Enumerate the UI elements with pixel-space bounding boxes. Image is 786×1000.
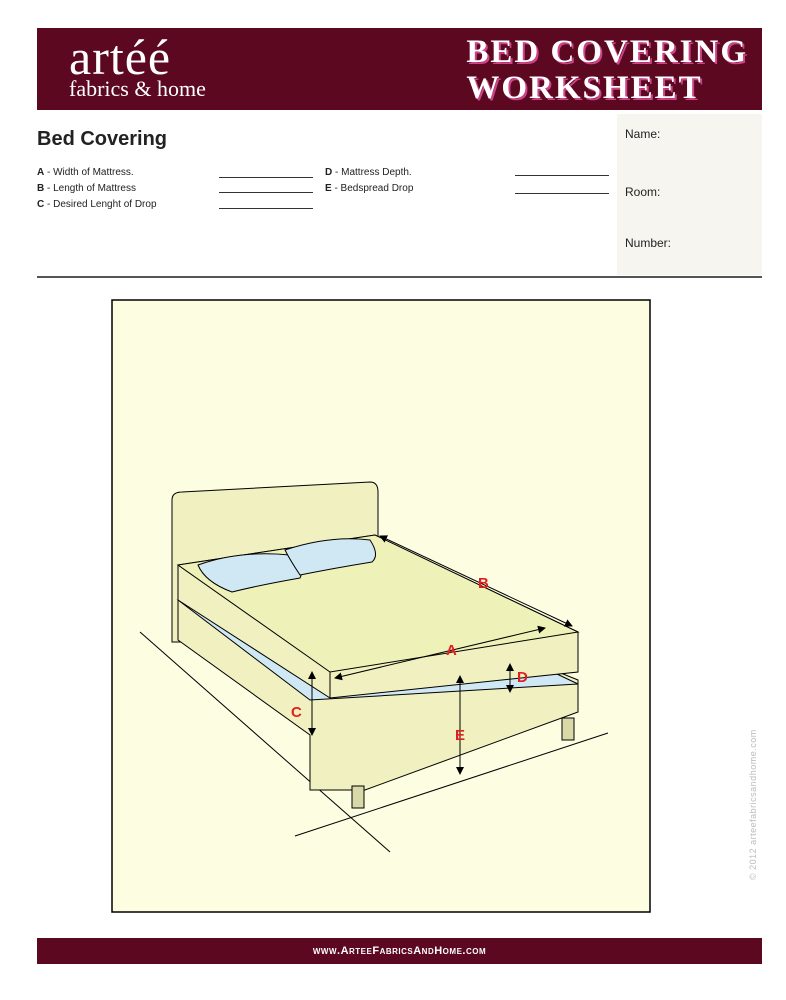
headboard	[171, 481, 379, 643]
name-label[interactable]: Name:	[625, 127, 661, 141]
field-key: D	[325, 167, 333, 178]
field-a-blank[interactable]	[219, 177, 313, 178]
logo-main: artéé	[69, 29, 172, 85]
pillow	[197, 553, 302, 593]
bed-leg	[561, 717, 575, 741]
pillow	[284, 538, 376, 576]
field-b-blank[interactable]	[219, 192, 313, 193]
field-e-blank[interactable]	[515, 193, 609, 194]
floor-line	[294, 732, 609, 837]
floor-line	[139, 631, 391, 853]
copyright: © 2012 arteefabricsandhome.com	[748, 729, 758, 880]
logo: artéé fabrics & home	[69, 32, 206, 100]
field-c-blank[interactable]	[219, 208, 313, 209]
field-c: C - Desired Lenght of Drop	[37, 199, 157, 210]
room-label[interactable]: Room:	[625, 185, 661, 199]
label-a: A	[446, 642, 457, 659]
footer-url[interactable]: www.ArteeFabricsAndHome.com	[312, 945, 487, 957]
divider	[37, 276, 762, 278]
bed-leg	[351, 785, 365, 809]
field-label: - Length of Mattress	[44, 183, 136, 194]
label-b: B	[478, 575, 489, 592]
field-key: C	[37, 199, 45, 210]
title-line-1: BED COVERING	[466, 34, 748, 70]
field-label: - Bedspread Drop	[331, 183, 414, 194]
field-b: B - Length of Mattress	[37, 183, 136, 194]
field-key: E	[325, 183, 332, 194]
field-key: B	[37, 183, 45, 194]
worksheet-title: BED COVERING WORKSHEET	[466, 34, 748, 106]
logo-sub: fabrics & home	[69, 76, 206, 101]
label-d: D	[517, 669, 528, 686]
number-label[interactable]: Number:	[625, 236, 672, 250]
label-c: C	[291, 704, 302, 721]
title-line-2: WORKSHEET	[466, 70, 703, 106]
info-panel: Name: Room: Number:	[617, 114, 762, 275]
field-d-blank[interactable]	[515, 175, 609, 176]
field-d: D - Mattress Depth.	[325, 167, 412, 178]
field-label: - Width of Mattress.	[44, 167, 134, 178]
header-banner: artéé fabrics & home BED COVERING WORKSH…	[37, 28, 762, 110]
footer: www.ArteeFabricsAndHome.com	[37, 938, 762, 964]
field-label: - Desired Lenght of Drop	[44, 199, 157, 210]
field-key: A	[37, 167, 45, 178]
arrow-a	[334, 625, 546, 681]
field-a: A - Width of Mattress.	[37, 167, 134, 178]
label-e: E	[455, 727, 465, 744]
section-title: Bed Covering	[37, 128, 168, 150]
arrow-b	[379, 535, 573, 627]
field-label: - Mattress Depth.	[332, 167, 412, 178]
field-e: E - Bedspread Drop	[325, 183, 413, 194]
